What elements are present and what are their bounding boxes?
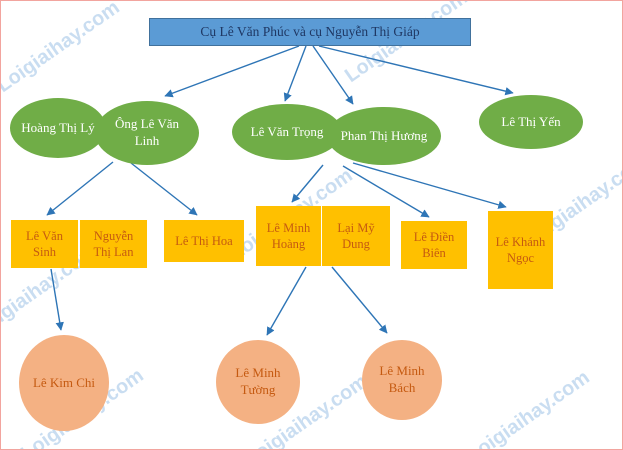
node-le-dien-bien: Lê Điền Biên <box>401 221 467 269</box>
connector-arrow <box>342 165 430 218</box>
connector-arrow <box>266 266 307 336</box>
node-label: Lê Khánh Ngọc <box>495 234 546 265</box>
connector-arrow <box>331 266 388 334</box>
node-label: Lê Minh Hoàng <box>266 220 311 251</box>
node-label: Lê Văn Sinh <box>26 228 63 259</box>
node-label: Lê Minh Tường <box>235 365 281 397</box>
connector-arrow <box>164 45 300 98</box>
node-nguyen-thi-lan: Nguyễn Thị Lan <box>80 220 147 268</box>
node-label: Ông Lê Văn Linh <box>114 116 180 148</box>
node-label: Hoàng Thị Lý <box>21 119 95 135</box>
node-label: Nguyễn Thị Lan <box>93 228 134 259</box>
node-le-van-sinh: Lê Văn Sinh <box>11 220 78 268</box>
connector-arrow <box>50 268 64 331</box>
node-label: Cụ Lê Văn Phúc và cụ Nguyễn Thị Giáp <box>200 24 420 40</box>
node-le-thi-hoa: Lê Thị Hoa <box>164 220 244 262</box>
node-ong-le-van-linh: Ông Lê Văn Linh <box>95 101 199 165</box>
node-le-khanh-ngoc: Lê Khánh Ngọc <box>488 211 553 289</box>
connector-arrow <box>283 45 307 102</box>
node-label: Lê Thị Yến <box>501 113 561 129</box>
connector-arrow <box>130 162 198 216</box>
node-le-minh-tuong: Lê Minh Tường <box>216 340 300 424</box>
node-label: Lê Thị Hoa <box>175 233 233 248</box>
node-lai-my-dung: Lại Mỹ Dung <box>322 206 390 266</box>
node-phan-thi-huong: Phan Thị Hương <box>327 107 441 165</box>
node-label: Lê Kim Chi <box>32 374 96 390</box>
connector-arrow <box>352 162 507 209</box>
connector-arrow <box>291 164 324 203</box>
node-le-kim-chi: Lê Kim Chi <box>19 335 109 431</box>
node-hoang-thi-ly: Hoàng Thị Lý <box>10 98 106 158</box>
node-label: Phan Thị Hương <box>340 127 428 143</box>
node-root-couple: Cụ Lê Văn Phúc và cụ Nguyễn Thị Giáp <box>149 18 471 46</box>
connector-arrow <box>46 161 114 216</box>
node-label: Lại Mỹ Dung <box>337 220 375 251</box>
node-le-minh-bach: Lê Minh Bách <box>362 340 442 420</box>
node-le-thi-yen: Lê Thị Yến <box>479 95 583 149</box>
node-le-minh-hoang: Lê Minh Hoàng <box>256 206 321 266</box>
connector-arrow <box>312 45 354 105</box>
node-label: Lê Minh Bách <box>379 363 425 395</box>
node-le-van-trong: Lê Văn Trọng <box>232 104 342 160</box>
connector-arrow <box>318 45 514 96</box>
node-label: Lê Điền Biên <box>413 229 455 260</box>
node-label: Lê Văn Trọng <box>250 123 324 139</box>
